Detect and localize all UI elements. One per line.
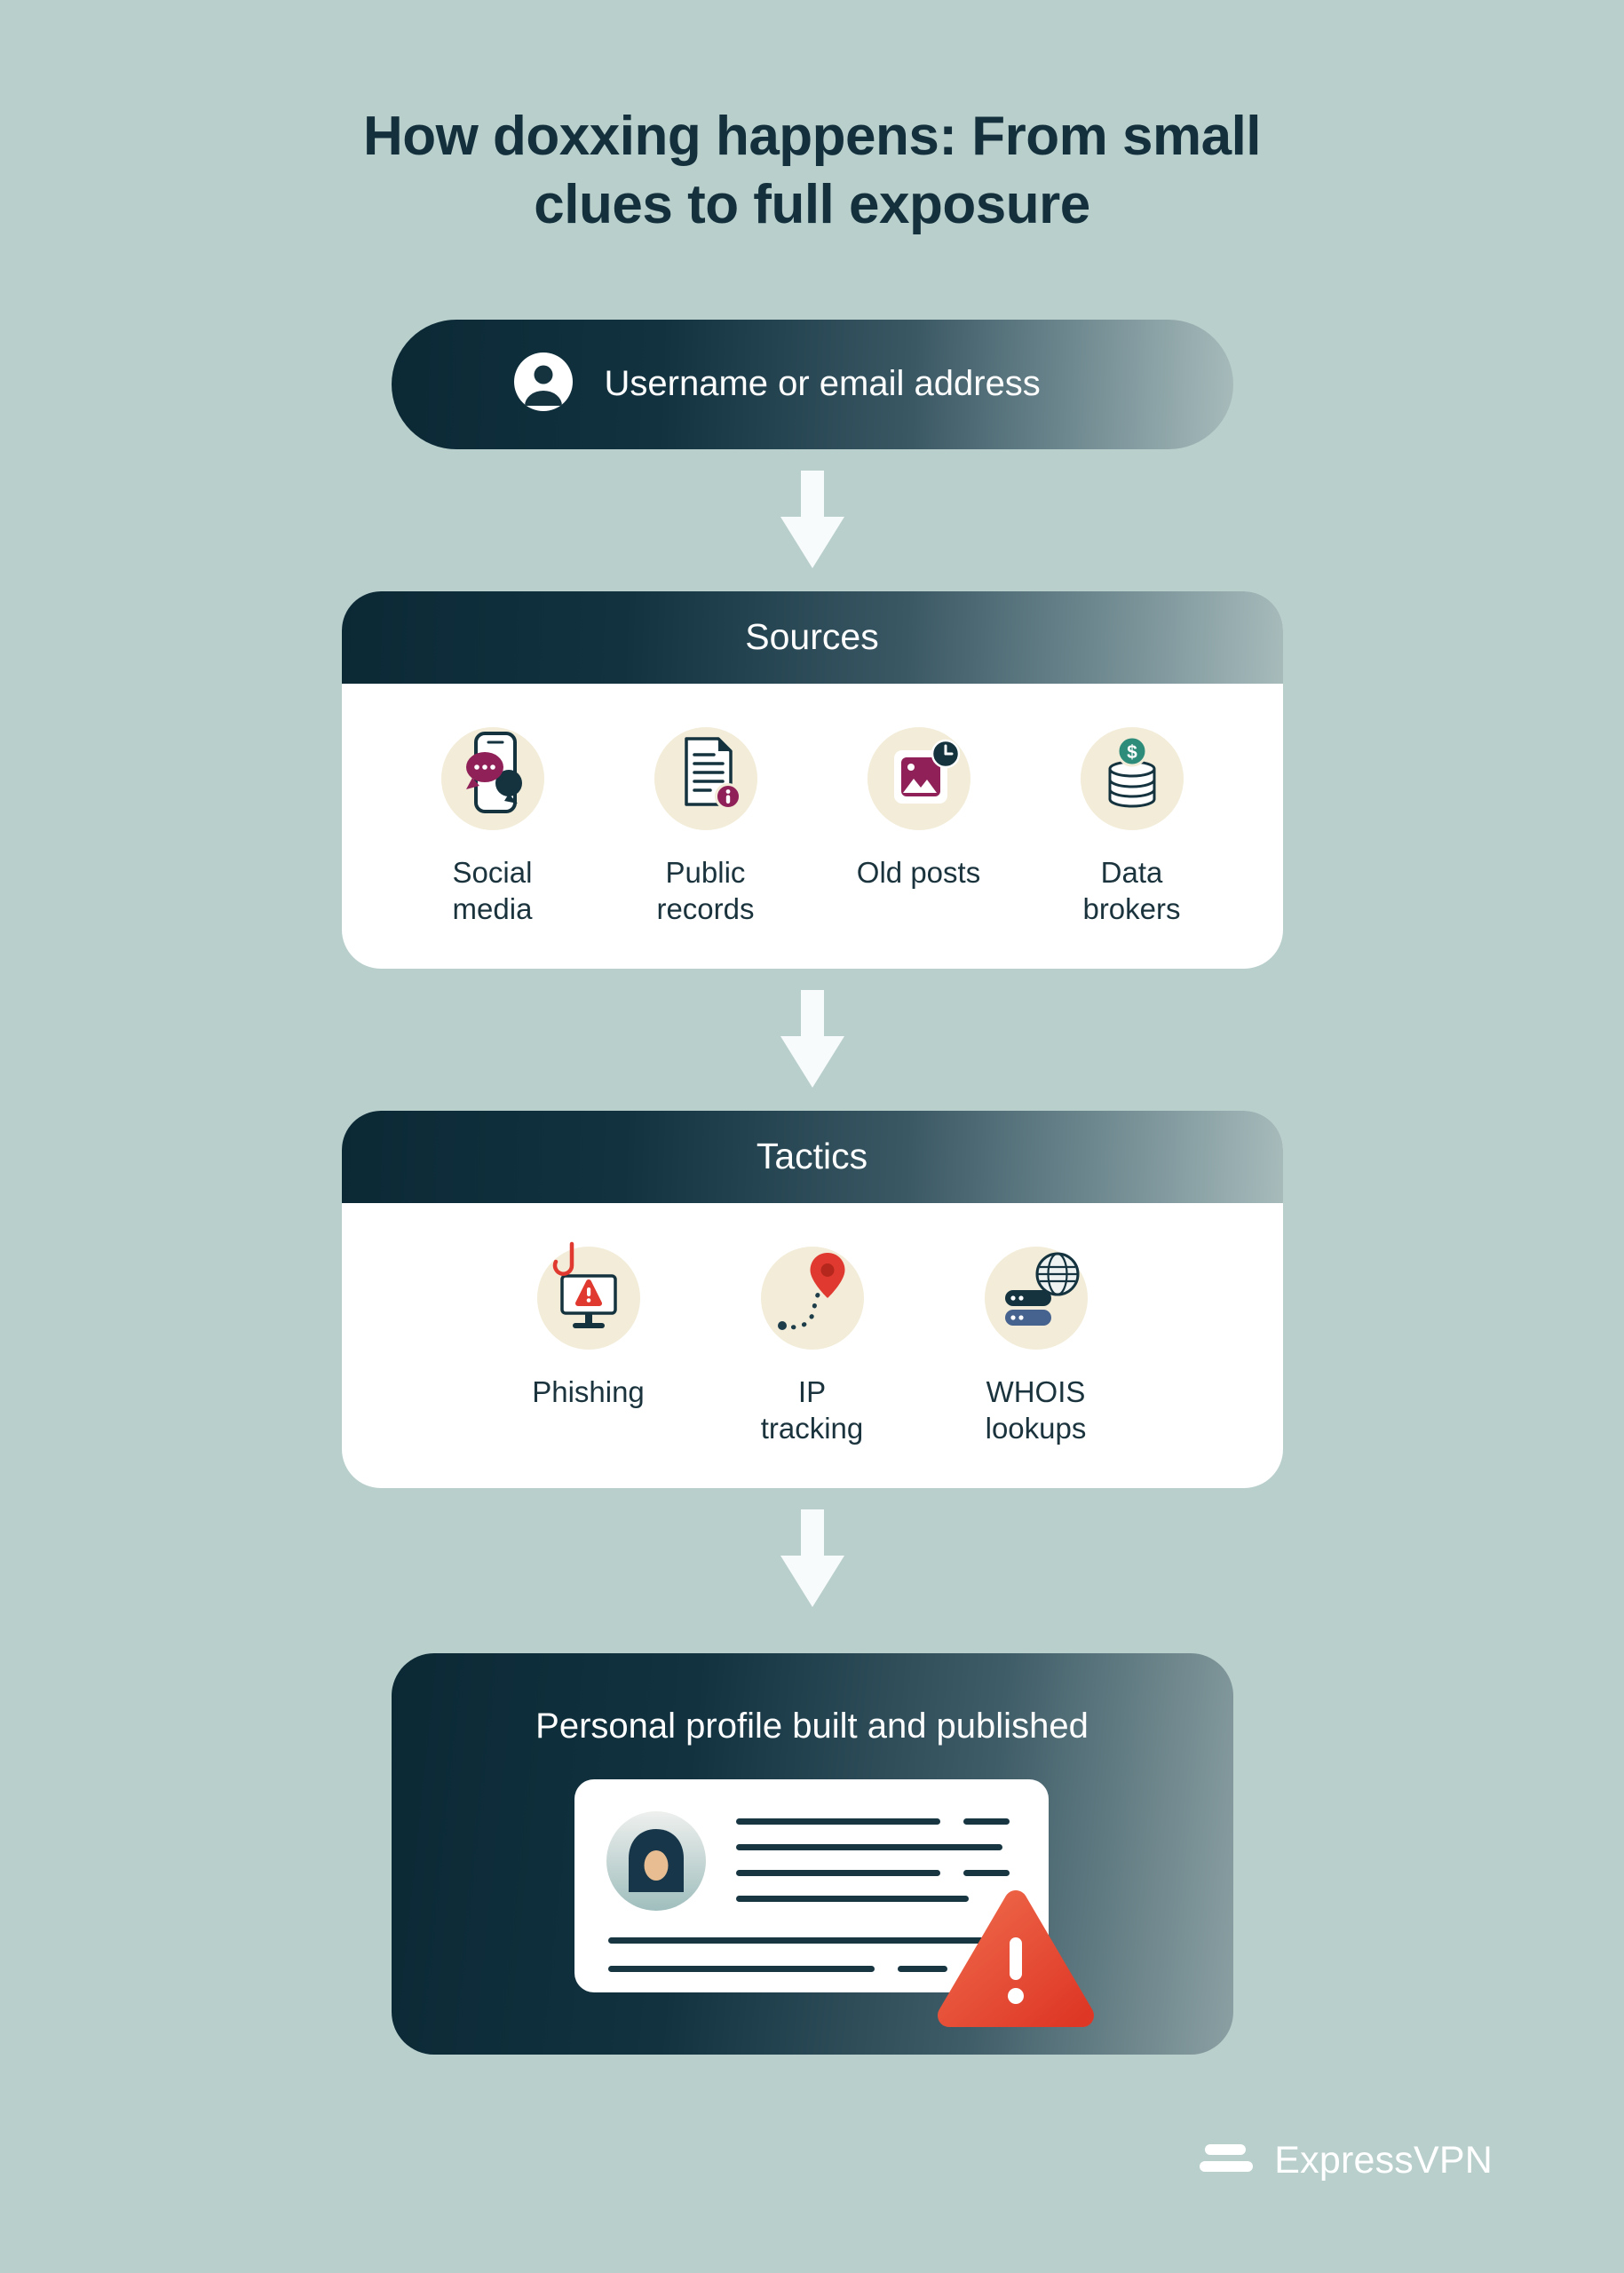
tactic-item-ip-tracking: IP tracking <box>701 1232 924 1447</box>
arrow-down-icon <box>780 989 845 1088</box>
social-media-icon <box>426 712 559 845</box>
source-item-label: Data brokers <box>1082 855 1181 926</box>
text-line <box>963 1870 1010 1877</box>
old-posts-icon <box>852 712 986 845</box>
tactic-item-whois-lookups: WHOIS lookups <box>924 1232 1148 1447</box>
profile-card-illustration <box>574 1779 1094 2028</box>
text-line <box>607 1937 1015 1944</box>
public-records-icon <box>639 712 772 845</box>
expressvpn-logo-icon <box>1198 2138 1256 2183</box>
user-icon <box>513 352 573 416</box>
sources-header-label: Sources <box>745 616 879 658</box>
sources-header: Sources <box>341 590 1283 684</box>
line-row <box>735 1844 1017 1851</box>
phishing-icon <box>522 1232 655 1365</box>
tactic-item-label: WHOIS lookups <box>985 1374 1087 1445</box>
line-row <box>735 1896 1017 1903</box>
text-line <box>735 1896 969 1903</box>
text-line <box>607 1966 875 1973</box>
text-line <box>735 1844 1002 1851</box>
source-item-data-brokers: $ Data brokers <box>1026 712 1239 928</box>
avatar-icon <box>606 1811 706 1912</box>
tactic-item-phishing: Phishing <box>477 1232 701 1447</box>
profile-text-lines-bottom <box>607 1937 1017 1973</box>
line-row <box>735 1818 1017 1826</box>
tactics-card: Tactics Phishing <box>341 1110 1283 1489</box>
svg-text:$: $ <box>1127 742 1137 763</box>
source-item-social-media: Social media <box>386 712 599 928</box>
input-chip: Username or email address <box>391 319 1233 449</box>
tactics-header: Tactics <box>341 1110 1283 1203</box>
ip-tracking-icon <box>746 1232 879 1365</box>
result-card: Personal profile built and published <box>391 1653 1233 2055</box>
line-row <box>607 1966 1017 1973</box>
tactics-body: Phishing IP tracking <box>342 1203 1283 1488</box>
text-line <box>897 1966 947 1973</box>
line-row <box>735 1870 1017 1877</box>
arrow-down-icon <box>780 1509 845 1608</box>
text-line <box>735 1870 940 1877</box>
tactic-item-label: Phishing <box>532 1374 645 1408</box>
tactic-item-label: IP tracking <box>760 1374 864 1445</box>
whois-lookups-icon <box>970 1232 1103 1365</box>
profile-text-lines <box>735 1818 1017 1903</box>
tactics-header-label: Tactics <box>756 1136 868 1177</box>
arrow-down-icon <box>780 470 845 568</box>
sources-body: Social media <box>342 684 1283 969</box>
page-title: How doxxing happens: From small clues to… <box>362 106 1262 235</box>
source-item-label: Social media <box>452 855 533 926</box>
source-item-public-records: Public records <box>599 712 812 928</box>
result-title: Personal profile built and published <box>535 1707 1089 1746</box>
line-row <box>607 1937 1017 1944</box>
brand-logo: ExpressVPN <box>1198 2138 1493 2183</box>
sources-card: Sources <box>341 590 1283 969</box>
brand-name: ExpressVPN <box>1274 2139 1493 2182</box>
source-item-label: Old posts <box>856 855 981 889</box>
text-line <box>735 1818 940 1826</box>
data-brokers-icon: $ <box>1066 712 1199 845</box>
source-item-label: Public records <box>656 855 755 926</box>
source-item-old-posts: Old posts <box>812 712 1026 928</box>
input-chip-label: Username or email address <box>604 364 1041 404</box>
text-line <box>963 1818 1010 1826</box>
warning-icon <box>931 1882 1100 2035</box>
